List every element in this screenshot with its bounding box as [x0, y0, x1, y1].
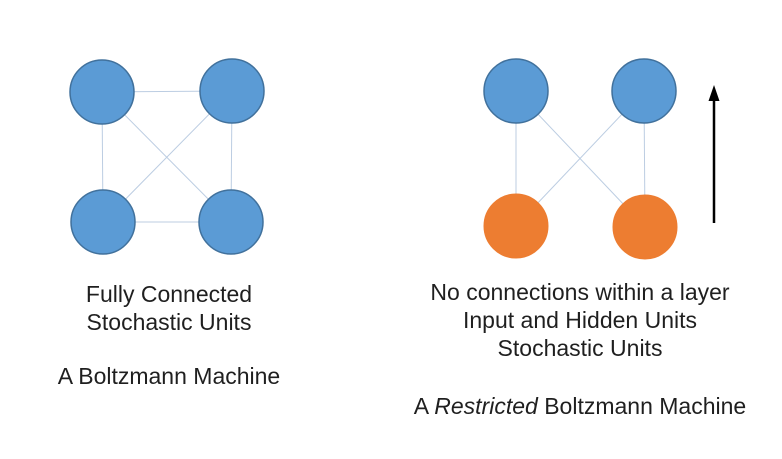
rbm-title-suffix: Boltzmann Machine — [537, 393, 747, 419]
rbm-caption: No connections within a layer Input and … — [400, 278, 760, 362]
caption-line: Fully Connected — [85, 281, 253, 307]
rbm-title: A Restricted Boltzmann Machine — [390, 392, 770, 420]
caption-line: Input and Hidden Units — [463, 307, 697, 333]
node-rbm-input-right — [612, 194, 678, 260]
node-bm-top-left — [69, 59, 135, 125]
node-rbm-hidden-left — [483, 58, 549, 124]
node-rbm-input-left — [483, 193, 549, 259]
node-bm-bottom-left — [70, 189, 136, 255]
up-arrow-icon — [708, 85, 720, 101]
node-bm-bottom-right — [198, 189, 264, 255]
caption-line: Stochastic Units — [497, 335, 663, 361]
boltzmann-title: A Boltzmann Machine — [57, 363, 281, 389]
node-bm-top-right — [199, 58, 265, 124]
caption-line: No connections within a layer — [430, 279, 730, 305]
caption-line: Stochastic Units — [86, 309, 252, 335]
rbm-title-prefix: A — [413, 393, 435, 419]
node-rbm-hidden-right — [611, 58, 677, 124]
rbm-title-emphasis: Restricted — [434, 393, 538, 419]
boltzmann-caption: Fully Connected Stochastic Units — [19, 280, 319, 336]
